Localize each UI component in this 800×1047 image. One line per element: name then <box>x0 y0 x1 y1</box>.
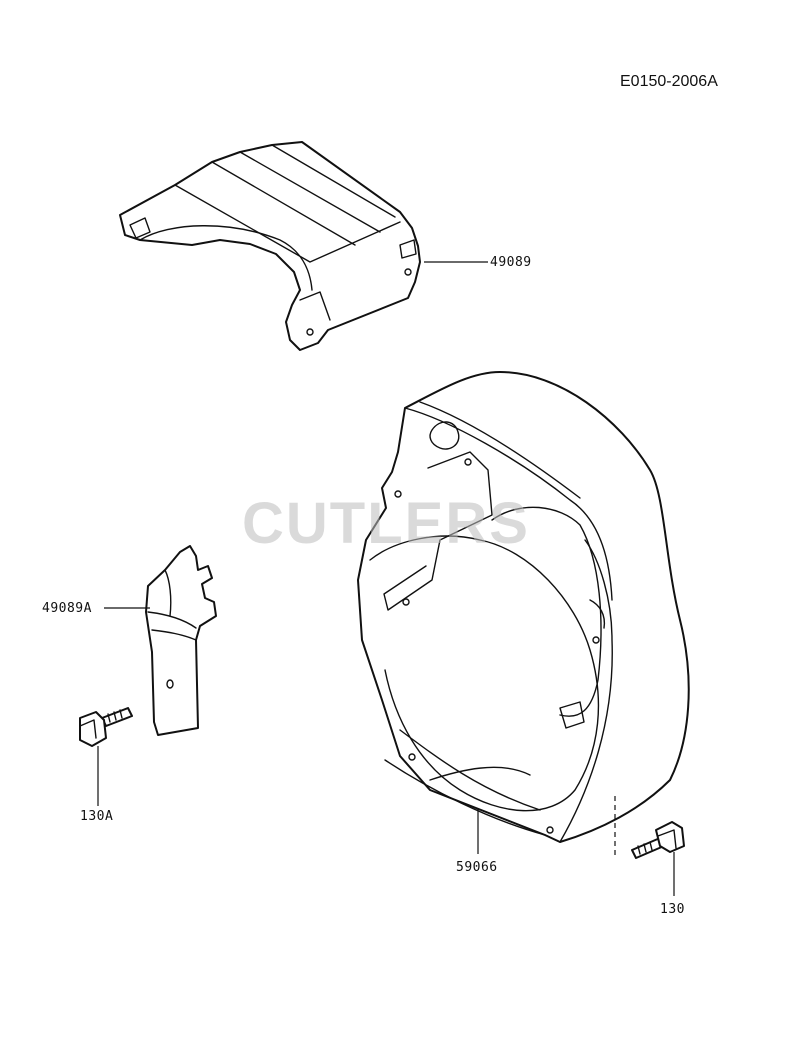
part-blower-housing <box>357 371 690 843</box>
part-side-cover <box>145 545 217 736</box>
label-130a: 130A <box>80 809 113 824</box>
watermark: CUTLERS <box>242 491 530 556</box>
label-130: 130 <box>660 902 685 917</box>
label-49089a: 49089A <box>42 601 92 616</box>
part-bolt-130 <box>631 821 685 859</box>
part-bolt-130a <box>79 707 133 747</box>
label-59066: 59066 <box>456 860 498 875</box>
diagram-code: E0150-2006A <box>620 73 718 90</box>
part-top-cover <box>119 141 421 351</box>
label-49089: 49089 <box>490 255 532 270</box>
